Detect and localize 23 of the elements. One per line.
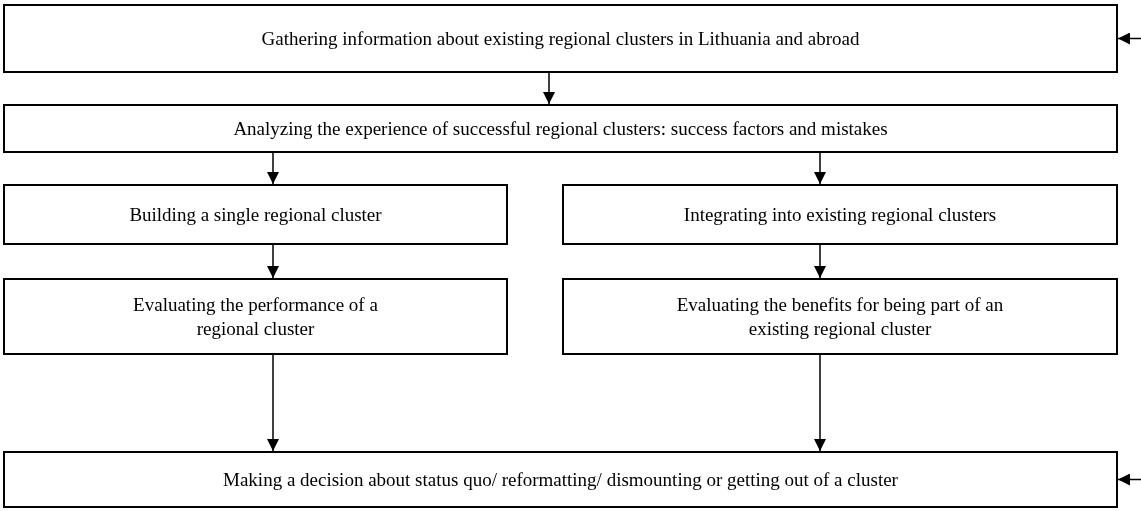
box-text: Analyzing the experience of successful regional clusters: success factors and mistakes [233, 116, 888, 141]
arrow [1117, 473, 1141, 486]
box-text: Gathering information about existing regional clusters in Lithuania and abroad [261, 26, 860, 51]
arrow [267, 244, 279, 279]
process-box [3, 104, 1118, 153]
process-box [3, 4, 1118, 73]
box-text: Evaluating the benefits for being part of an existing regional cluster [675, 292, 1005, 341]
box-text: Building a single regional cluster [129, 202, 382, 227]
process-box [3, 451, 1118, 508]
arrow [814, 354, 826, 452]
arrow [814, 152, 826, 185]
box-text: Making a decision about status quo/ reformatting/ dismounting or getting out of a cluster [223, 467, 898, 492]
box-text: Integrating into existing regional clusters [683, 202, 997, 227]
arrow [267, 354, 279, 452]
box-text: Evaluating the performance of a regional cluster [132, 292, 379, 341]
arrow [814, 244, 826, 279]
process-box [3, 184, 508, 245]
process-box [562, 184, 1118, 245]
arrow [1117, 32, 1141, 45]
process-box [562, 278, 1118, 355]
process-box [3, 278, 508, 355]
arrow [543, 72, 555, 105]
arrow [267, 152, 279, 185]
